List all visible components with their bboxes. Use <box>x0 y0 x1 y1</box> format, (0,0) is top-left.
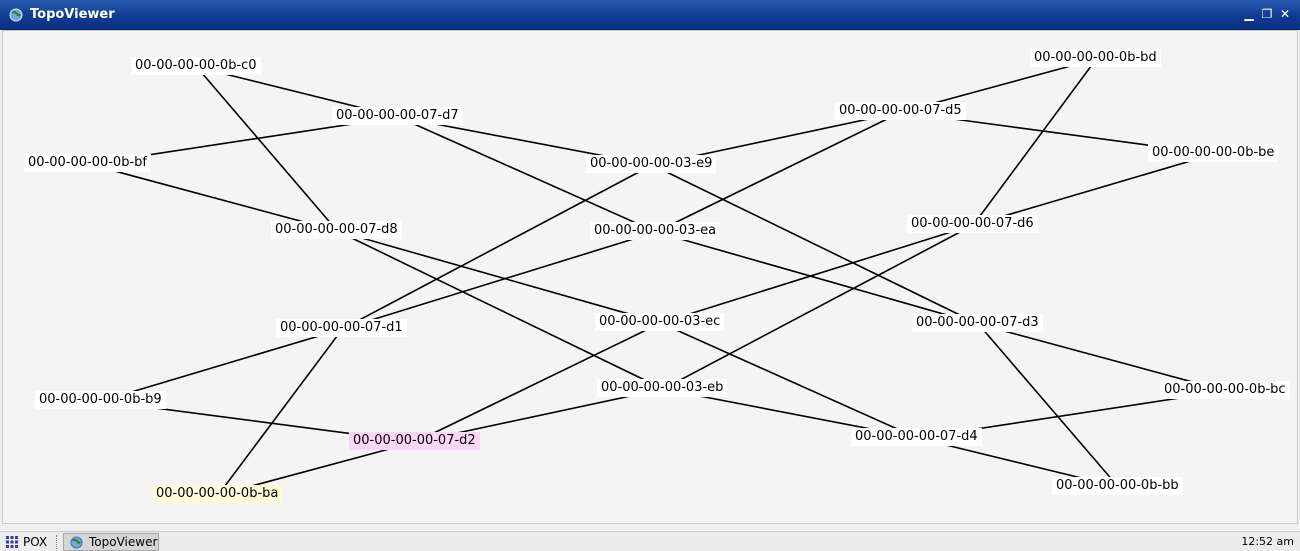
taskbar-item-topoviewer[interactable]: TopoViewer <box>63 533 159 551</box>
window-title: TopoViewer <box>30 7 115 22</box>
link-c0-d8 <box>196 66 338 232</box>
restore-icon[interactable]: ❐ <box>1261 7 1273 21</box>
node-03-ec[interactable]: 00-00-00-00-03-ec <box>595 313 725 331</box>
link-d6-be <box>973 153 1215 226</box>
node-0b-c0[interactable]: 00-00-00-00-0b-c0 <box>131 57 261 75</box>
link-ba-d1 <box>217 328 343 496</box>
node-0b-be[interactable]: 00-00-00-00-0b-be <box>1148 144 1279 162</box>
node-07-d7[interactable]: 00-00-00-00-07-d7 <box>332 107 463 125</box>
link-e9-d3 <box>651 164 979 325</box>
link-bf-d8 <box>88 163 338 232</box>
node-07-d1[interactable]: 00-00-00-00-07-d1 <box>276 319 407 337</box>
node-07-d3[interactable]: 00-00-00-00-07-d3 <box>912 314 1043 332</box>
link-d7-ea <box>398 116 657 233</box>
link-ea-d3 <box>655 231 979 325</box>
globe-icon <box>70 535 83 549</box>
link-d1-ea <box>342 231 657 330</box>
close-icon[interactable]: ✕ <box>1279 7 1291 21</box>
link-d2-ec <box>414 322 662 443</box>
node-0b-bb[interactable]: 00-00-00-00-0b-bb <box>1052 477 1183 495</box>
taskbar: POX TopoViewer 12:52 am <box>0 531 1300 551</box>
node-0b-bd[interactable]: 00-00-00-00-0b-bd <box>1030 49 1161 67</box>
link-ec-d4 <box>660 322 918 439</box>
node-07-d2[interactable]: 00-00-00-00-07-d2 <box>349 432 480 450</box>
link-eb-d6 <box>662 224 974 390</box>
topology-canvas[interactable]: 00-00-00-00-0b-c0 00-00-00-00-0b-bf 00-0… <box>2 30 1298 524</box>
clock: 12:52 am <box>1241 535 1294 548</box>
grid-icon <box>6 536 18 548</box>
node-0b-ba[interactable]: 00-00-00-00-0b-ba <box>152 485 283 503</box>
node-0b-bf[interactable]: 00-00-00-00-0b-bf <box>24 154 151 172</box>
node-07-d4[interactable]: 00-00-00-00-07-d4 <box>851 428 982 446</box>
link-d8-eb <box>336 230 664 390</box>
node-0b-b9[interactable]: 00-00-00-00-0b-b9 <box>35 391 166 409</box>
taskbar-item-label: TopoViewer <box>89 535 158 549</box>
globe-icon <box>9 8 23 22</box>
link-ea-d5 <box>655 111 902 233</box>
node-0b-bc[interactable]: 00-00-00-00-0b-bc <box>1160 381 1290 399</box>
node-07-d6[interactable]: 00-00-00-00-07-d6 <box>907 215 1038 233</box>
minimize-icon[interactable]: ▁ <box>1244 7 1254 21</box>
node-03-eb[interactable]: 00-00-00-00-03-eb <box>597 379 728 397</box>
node-07-d8[interactable]: 00-00-00-00-07-d8 <box>271 221 402 239</box>
link-d3-bb <box>977 323 1119 488</box>
link-d8-ec <box>337 230 661 324</box>
topology-links <box>88 58 1226 496</box>
link-ec-d6 <box>660 224 974 324</box>
link-d1-e9 <box>341 164 653 330</box>
node-03-ea[interactable]: 00-00-00-00-03-ea <box>590 222 721 240</box>
link-d6-bd <box>972 58 1097 226</box>
start-menu-button[interactable]: POX <box>2 533 51 551</box>
taskbar-separator <box>56 535 59 549</box>
start-label: POX <box>23 535 48 549</box>
node-07-d5[interactable]: 00-00-00-00-07-d5 <box>835 102 966 120</box>
link-b9-d1 <box>101 328 343 402</box>
link-d3-bc <box>978 323 1226 392</box>
node-03-e9[interactable]: 00-00-00-00-03-e9 <box>586 155 717 173</box>
window-titlebar[interactable]: TopoViewer ▁ ❐ ✕ <box>0 0 1300 30</box>
